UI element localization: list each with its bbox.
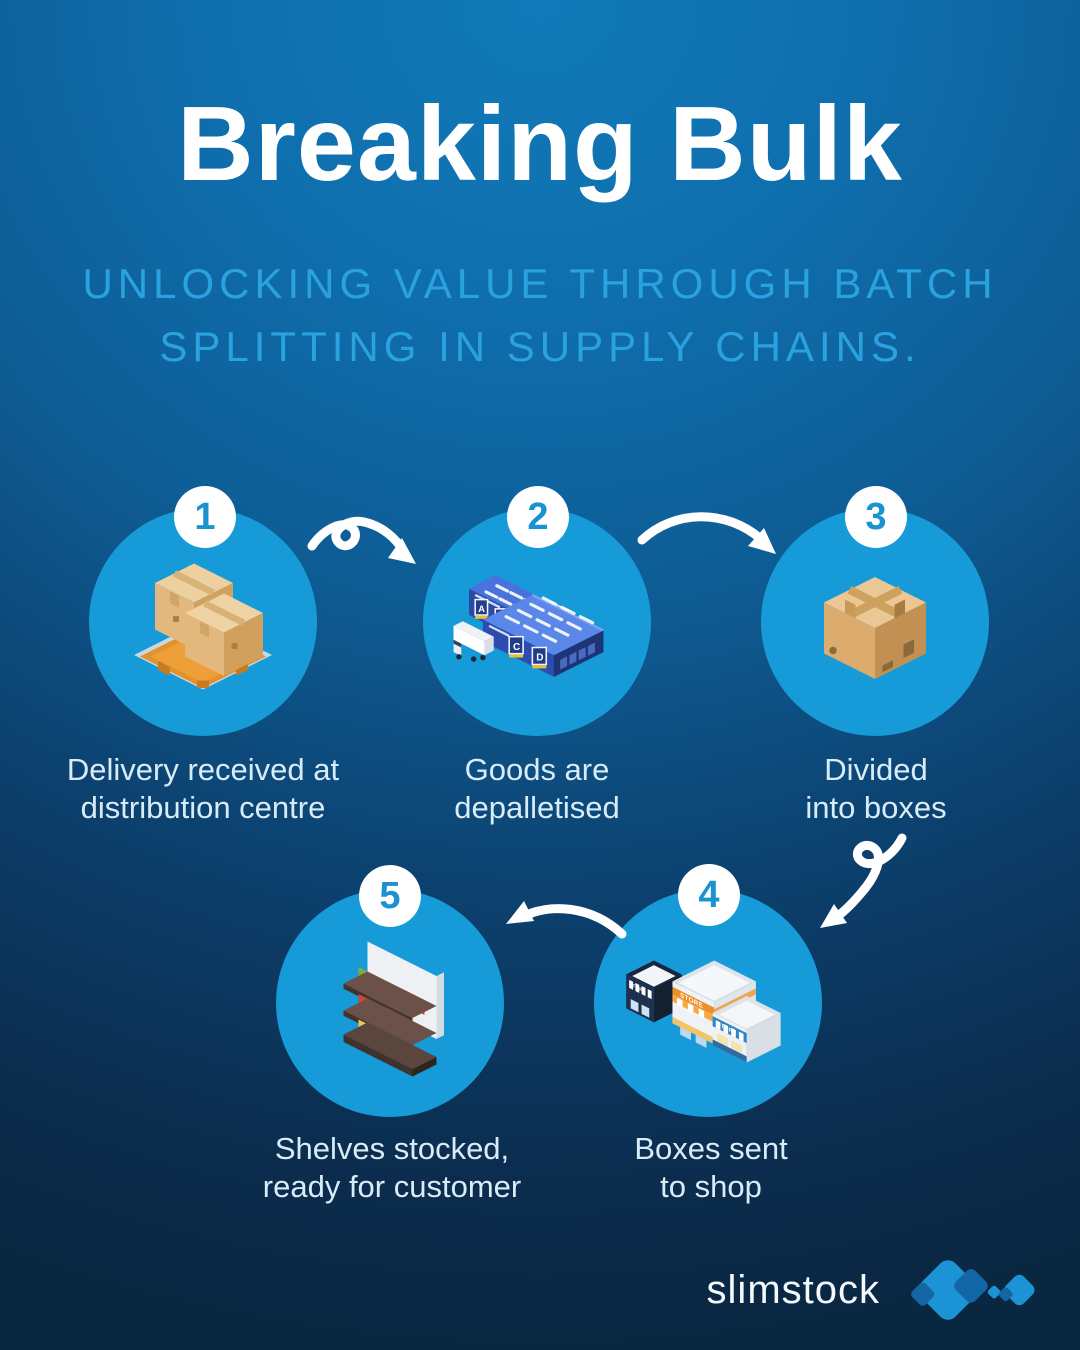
- page-title: Breaking Bulk: [177, 85, 903, 203]
- slimstock-logo: slimstock: [707, 1248, 1046, 1332]
- step-2-label: Goods are depalletised: [454, 752, 620, 825]
- step-4-number-badge: 4: [678, 864, 740, 926]
- step-5-number-badge: 5: [359, 865, 421, 927]
- arrow-step3-to-step4-icon: [820, 833, 907, 928]
- arrow-step2-to-step3-icon: [637, 512, 776, 554]
- step-1-number-badge: 1: [174, 486, 236, 548]
- pallet-boxes-icon: [134, 563, 272, 690]
- step-5-circle: [276, 889, 504, 1117]
- step-3-number: 3: [865, 495, 887, 538]
- blue-diamonds-icon: [911, 1260, 1035, 1320]
- step-4-label: Boxes sent to shop: [634, 1131, 788, 1204]
- step-5-number: 5: [379, 874, 401, 917]
- svg-text:A: A: [478, 604, 485, 614]
- store-buildings-icon: STORE STORE: [626, 960, 781, 1063]
- step-3-label: Divided into boxes: [805, 752, 947, 825]
- step-5-label: Shelves stocked, ready for customer: [262, 1131, 522, 1204]
- step-2-circle: A C: [423, 508, 651, 736]
- step-1-label: Delivery received at distribution centre: [66, 752, 340, 825]
- step-3-number-badge: 3: [845, 486, 907, 548]
- warehouse-icon: A C: [453, 574, 604, 677]
- svg-text:D: D: [536, 653, 543, 664]
- step-4-circle: STORE STORE: [594, 889, 822, 1117]
- page-subtitle: UNLOCKING VALUE THROUGH BATCH SPLITTING …: [82, 260, 998, 370]
- arrow-step4-to-step5-icon: [506, 901, 627, 939]
- step-1-number: 1: [194, 495, 216, 538]
- arrow-step1-to-step2-icon: [307, 516, 416, 564]
- cardboard-box-icon: [824, 577, 926, 679]
- step-2-number-badge: 2: [507, 486, 569, 548]
- slimstock-logo-text: slimstock: [706, 1267, 880, 1312]
- step-4-number: 4: [698, 873, 720, 916]
- svg-text:C: C: [513, 642, 520, 653]
- stocked-shelf-icon: [343, 941, 444, 1077]
- step-2-number: 2: [527, 495, 549, 538]
